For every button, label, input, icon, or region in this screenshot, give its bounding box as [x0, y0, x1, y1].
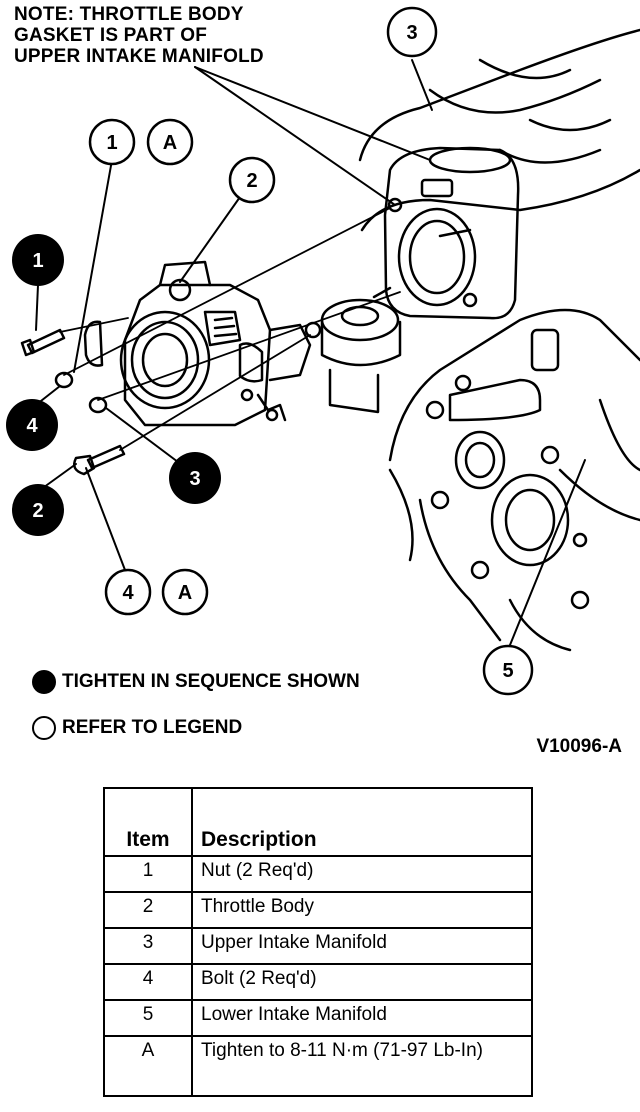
header-item: Item: [103, 787, 193, 857]
table-row: 4 Bolt (2 Req'd): [103, 963, 533, 1001]
svg-text:5: 5: [502, 660, 513, 682]
callout-1: 1: [88, 118, 136, 166]
header-description: Description: [191, 787, 533, 857]
manifold-flange: [383, 146, 520, 320]
exploded-view-diagram: 1 A 2 3 1 4 3 2 4 A 5: [6, 6, 640, 696]
row-description: Bolt (2 Req'd): [191, 963, 533, 1001]
callout-a-lower: A: [161, 568, 209, 616]
bolt-upper-left: [26, 328, 66, 355]
legend-refer-text: REFER TO LEGEND: [62, 717, 243, 738]
callout-4-lower: 4: [104, 568, 152, 616]
row-item: 3: [103, 927, 193, 965]
table-row: A Tighten to 8-11 N·m (71-97 Lb-In): [103, 1035, 533, 1097]
table-header-row: Item Description: [103, 787, 533, 857]
sequence-callout-2: 2: [12, 484, 64, 536]
row-item: 5: [103, 999, 193, 1037]
legend-refer: REFER TO LEGEND: [32, 716, 242, 740]
svg-text:4: 4: [122, 582, 134, 604]
svg-text:4: 4: [26, 415, 38, 437]
svg-text:1: 1: [106, 132, 117, 154]
svg-text:A: A: [178, 582, 192, 604]
figure-id: V10096-A: [536, 736, 622, 757]
svg-text:3: 3: [406, 22, 417, 44]
note-line-1: NOTE: THROTTLE BODY: [14, 4, 244, 25]
row-description: Upper Intake Manifold: [191, 927, 533, 965]
parts-legend-table: Item Description 1 Nut (2 Req'd) 2 Throt…: [103, 787, 533, 1097]
sequence-callout-4: 4: [6, 399, 58, 451]
table-row: 1 Nut (2 Req'd): [103, 855, 533, 893]
row-description: Nut (2 Req'd): [191, 855, 533, 893]
row-description: Tighten to 8-11 N·m (71-97 Lb-In): [191, 1035, 533, 1097]
sequence-callout-1: 1: [12, 234, 64, 286]
lower-intake-manifold: [388, 308, 640, 652]
svg-text:2: 2: [246, 170, 257, 192]
egr-component: [320, 298, 402, 414]
table-row: 5 Lower Intake Manifold: [103, 999, 533, 1037]
upper-intake-manifold: [358, 28, 640, 232]
svg-text:2: 2: [32, 500, 43, 522]
table-row: 2 Throttle Body: [103, 891, 533, 929]
row-description: Throttle Body: [191, 891, 533, 929]
row-item: 4: [103, 963, 193, 1001]
note-line-2: GASKET IS PART OF: [14, 25, 208, 46]
row-item: A: [103, 1035, 193, 1097]
callout-2: 2: [228, 156, 276, 204]
nut-lower: [88, 396, 108, 414]
leader-lines: [31, 59, 586, 646]
svg-text:1: 1: [32, 250, 43, 272]
row-item: 2: [103, 891, 193, 929]
alignment-lines: [59, 207, 401, 451]
sequence-callout-3: 3: [169, 452, 221, 504]
gasket-note: NOTE: THROTTLE BODY GASKET IS PART OF UP…: [14, 4, 264, 67]
legend-sequence: TIGHTEN IN SEQUENCE SHOWN: [32, 670, 360, 694]
table-row: 3 Upper Intake Manifold: [103, 927, 533, 965]
note-line-3: UPPER INTAKE MANIFOLD: [14, 46, 264, 67]
bolt-lower: [86, 444, 126, 470]
svg-text:A: A: [163, 132, 177, 154]
row-description: Lower Intake Manifold: [191, 999, 533, 1037]
filled-circle-icon: [32, 670, 56, 694]
fasteners: [20, 228, 472, 476]
row-item: 1: [103, 855, 193, 893]
callout-5: 5: [482, 644, 534, 696]
legend-sequence-text: TIGHTEN IN SEQUENCE SHOWN: [62, 671, 360, 692]
callout-3-upper: 3: [386, 6, 438, 58]
callout-a-upper: A: [146, 118, 194, 166]
svg-text:3: 3: [189, 468, 200, 490]
open-circle-icon: [32, 716, 56, 740]
